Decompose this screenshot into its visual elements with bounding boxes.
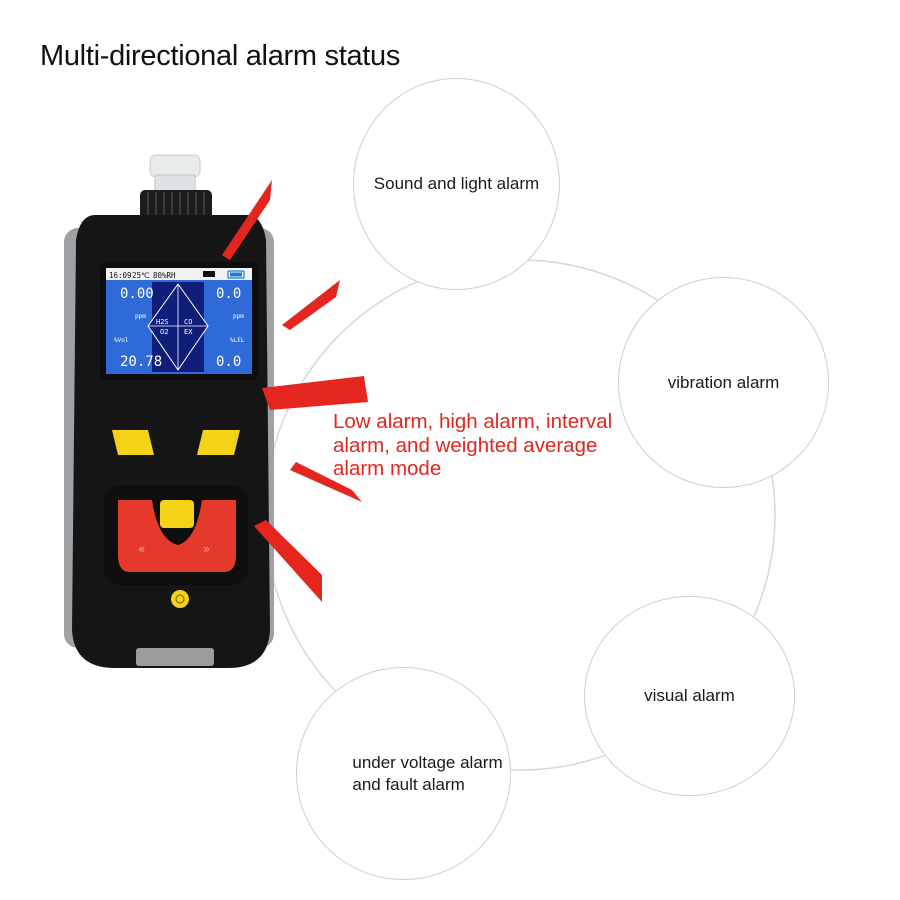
- unit-ppm-right: ppm: [233, 313, 244, 320]
- sound-light-alarm-bubble: Sound and light alarm: [353, 78, 560, 290]
- power-button[interactable]: [171, 590, 189, 608]
- burst-stroke-1: [222, 180, 272, 260]
- left-yellow-button[interactable]: [112, 430, 154, 455]
- sensor-cap: [140, 154, 212, 220]
- burst-stroke-2: [282, 280, 340, 330]
- alarm-modes-text: Low alarm, high alarm, interval alarm, a…: [333, 410, 613, 480]
- gas-co-label: CO: [184, 318, 192, 326]
- burst-stroke-5: [254, 520, 322, 602]
- unit-ppm-left: ppm: [135, 313, 146, 320]
- vibration-alarm-label: vibration alarm: [667, 372, 780, 392]
- right-yellow-button[interactable]: [197, 430, 240, 455]
- h2s-value: 0.00: [120, 286, 154, 302]
- sound-light-alarm-label: Sound and light alarm: [373, 174, 540, 193]
- gas-detector-device: 16:09 25℃ 80%RH H2S CO O2 EX 0.00 0.0 20…: [64, 154, 274, 668]
- keypad: « »: [104, 485, 248, 585]
- power-icon: [175, 594, 185, 604]
- lcd-screen: 16:09 25℃ 80%RH H2S CO O2 EX 0.00 0.0 20…: [106, 268, 252, 374]
- voltage-alarm-line1: under voltage alarm: [352, 752, 503, 772]
- visual-alarm-label: visual alarm: [644, 686, 735, 705]
- voltage-fault-alarm-bubble: under voltage alarm and fault alarm: [296, 667, 511, 880]
- co-value: 0.0: [216, 286, 241, 302]
- visual-alarm-bubble: visual alarm: [584, 596, 795, 796]
- voltage-alarm-line2: and fault alarm: [352, 774, 465, 794]
- burst-stroke-3: [262, 376, 368, 410]
- burst-stroke-4: [290, 462, 362, 502]
- left-arrow-icon: «: [138, 542, 145, 556]
- center-yellow-button[interactable]: [160, 500, 194, 528]
- battery-icon: [227, 270, 245, 279]
- gas-o2-label: O2: [160, 328, 168, 336]
- screen-time: 16:09: [109, 271, 132, 280]
- o2-value: 20.78: [120, 354, 162, 370]
- screen-card-icon: [203, 271, 215, 277]
- unit-vol: %Vol: [114, 337, 129, 344]
- right-red-button[interactable]: [178, 500, 236, 572]
- gas-ex-label: EX: [184, 328, 193, 336]
- page-title: Multi-directional alarm status: [40, 40, 401, 72]
- voltage-fault-alarm-label: under voltage alarm and fault alarm: [304, 752, 502, 796]
- gas-h2s-label: H2S: [156, 318, 169, 326]
- right-arrow-icon: »: [203, 542, 210, 556]
- screen-humidity: 80%RH: [153, 271, 176, 280]
- screen-temperature: 25℃: [132, 271, 150, 280]
- vibration-alarm-bubble: vibration alarm: [618, 277, 829, 488]
- ex-value: 0.0: [216, 354, 241, 370]
- unit-lel: %LEL: [230, 337, 245, 344]
- left-red-button[interactable]: [118, 500, 178, 572]
